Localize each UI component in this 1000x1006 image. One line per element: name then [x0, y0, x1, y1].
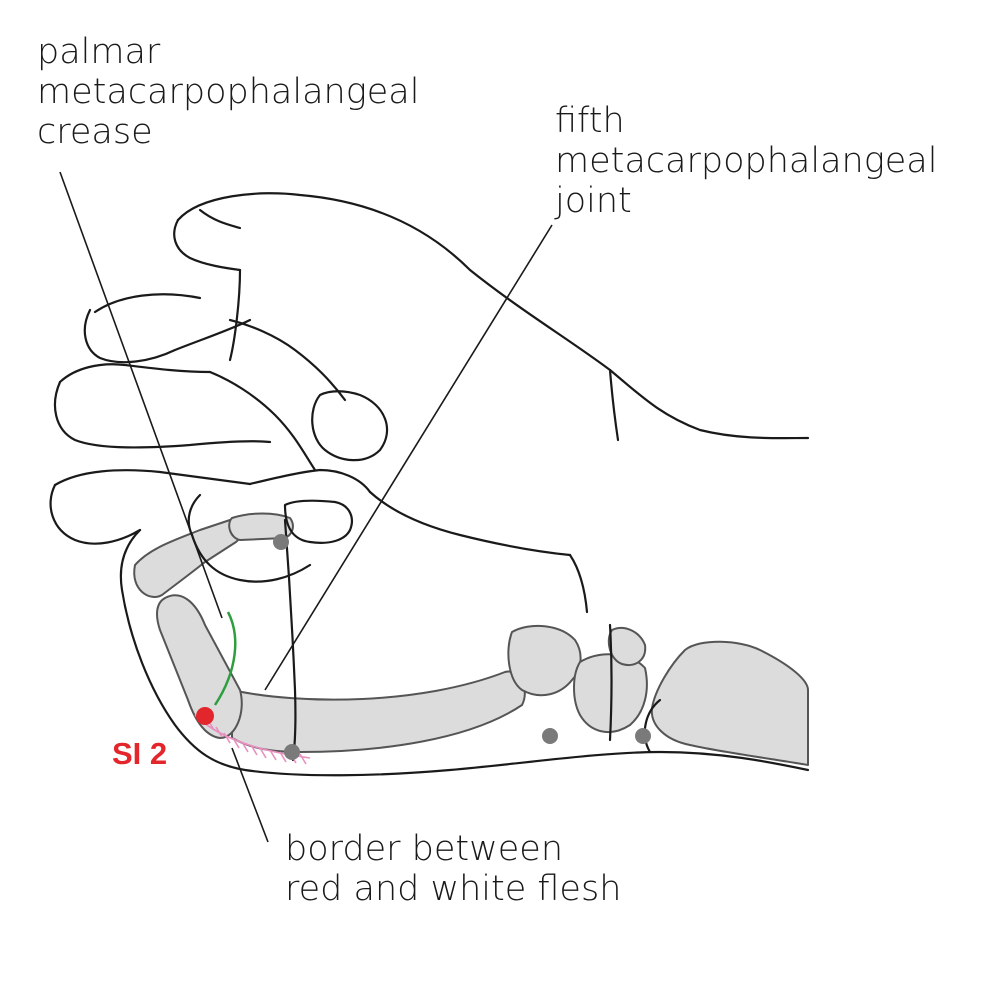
fifth-proximal-phalanx: [156, 594, 243, 739]
carpal-bone-pisiform: [607, 626, 647, 666]
landmark-dot: [284, 744, 300, 760]
leader-lines: [59, 171, 553, 843]
palmar-crease-label: palmar metacarpophalangeal crease: [37, 32, 419, 152]
label-line: fifth: [555, 101, 625, 141]
label-line: red and white flesh: [285, 869, 622, 909]
label-line: border between: [285, 829, 564, 869]
landmark-dot: [273, 534, 289, 550]
acupoint-si2-label: SI 2: [112, 736, 168, 771]
label-line: metacarpophalangeal: [37, 72, 420, 112]
label-line: joint: [555, 181, 632, 221]
joint-leader-line: [264, 224, 553, 691]
landmark-dot: [542, 728, 558, 744]
label-line: palmar: [37, 32, 161, 72]
fifth-metacarpal-bone: [231, 670, 526, 753]
label-line: metacarpophalangeal: [555, 141, 938, 181]
hand-bones: [133, 512, 809, 766]
label-line: crease: [37, 112, 153, 152]
border-leader-line: [231, 747, 269, 843]
landmark-dots: [273, 534, 651, 760]
acupoint-si2-marker: [196, 707, 214, 725]
hand-outline: [49, 192, 810, 777]
palmar-crease-marker: [213, 611, 237, 706]
fifth-middle-phalanx: [133, 518, 243, 598]
carpal-bone-hamate: [507, 624, 582, 697]
ulna-bone: [650, 640, 809, 766]
crease-leader-line: [59, 171, 223, 619]
landmark-dot: [635, 728, 651, 744]
fifth-joint-label: fifth metacarpophalangeal joint: [555, 101, 937, 221]
flesh-border-label: border between red and white flesh: [285, 829, 621, 909]
